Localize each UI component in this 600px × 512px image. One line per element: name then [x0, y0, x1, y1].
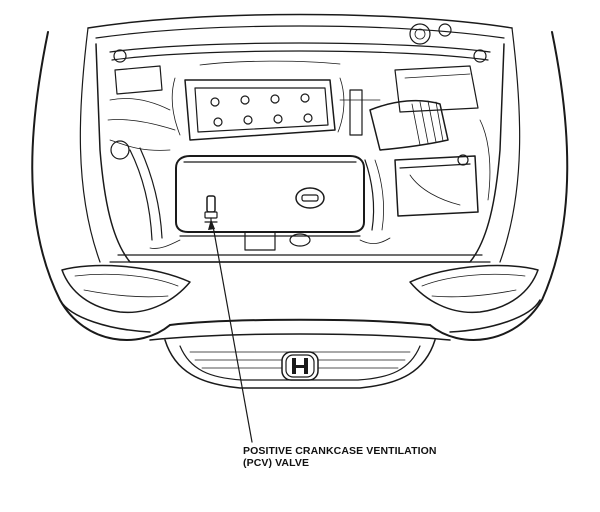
- engine-cover: [175, 155, 365, 233]
- strut-brace: [109, 23, 491, 63]
- intake-manifold: [171, 77, 381, 141]
- hood-outline: [31, 13, 569, 341]
- pcv-valve-callout-label: POSITIVE CRANKCASE VENTILATION (PCV) VAL…: [243, 445, 543, 469]
- engine-lower-details: [107, 60, 491, 251]
- battery: [394, 154, 479, 217]
- honda-h-emblem-icon: [281, 351, 319, 381]
- right-headlight: [409, 264, 539, 314]
- callout-line-1: POSITIVE CRANKCASE VENTILATION: [243, 445, 437, 457]
- engine-bay-boundary: [95, 43, 505, 263]
- callout-line-2: (PCV) VALVE: [243, 457, 310, 469]
- left-headlight: [61, 264, 191, 314]
- air-intake-duct: [369, 65, 479, 151]
- pcv-callout-leader: [208, 219, 253, 443]
